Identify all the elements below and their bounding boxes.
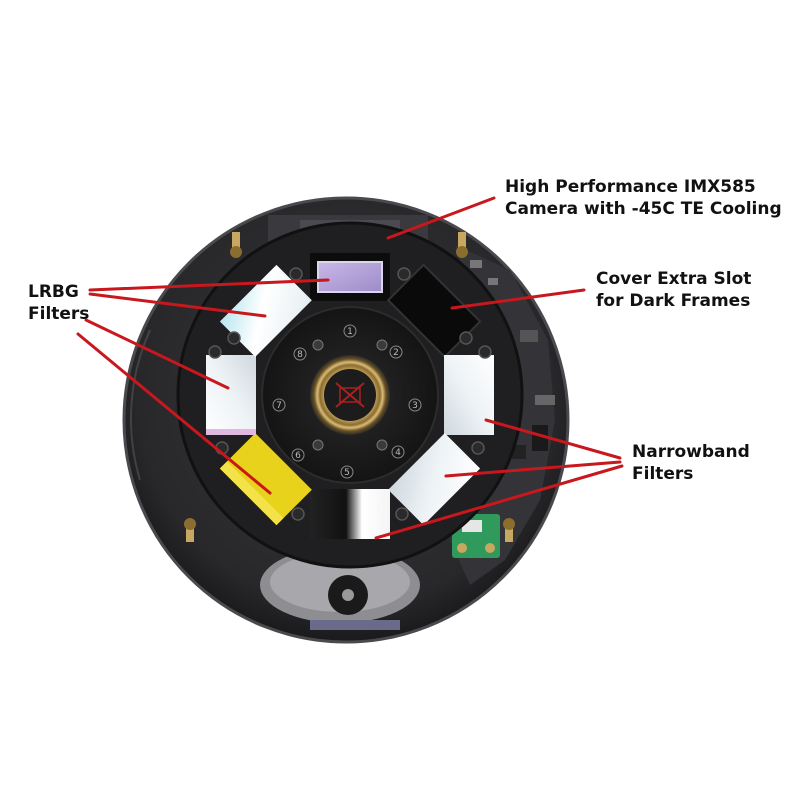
wheel-number-2: 2	[393, 348, 399, 358]
callout-line-lrbg-1	[88, 278, 330, 292]
stepper-motor	[260, 547, 420, 630]
label-lrbg-line2: Filters	[28, 304, 90, 324]
wheel-number-6: 6	[295, 451, 301, 461]
label-narrow-line2: Filters	[632, 464, 694, 484]
callout-line-lrbg-2	[88, 292, 267, 318]
filter-slot-sensor	[310, 253, 390, 301]
label-cover-line1: Cover Extra Slot	[596, 269, 752, 289]
filter-slot-yellow	[219, 433, 312, 526]
callout-line-narrow-3	[374, 464, 624, 540]
label-lrbg-line1: LRBG	[28, 282, 79, 302]
label-cover-line2: for Dark Frames	[596, 291, 751, 311]
label-camera-line1: High Performance IMX585	[505, 177, 756, 197]
label-lrbg-filters: LRBG Filters	[28, 281, 89, 325]
filter-slot-lrbg-1	[219, 264, 312, 357]
callout-line-cover	[450, 288, 586, 310]
filter-slot-narrowband-1	[444, 355, 494, 435]
label-camera-line2: Camera with -45C TE Cooling	[505, 199, 782, 219]
wheel-number-8: 8	[297, 350, 303, 360]
wheel-number-3: 3	[412, 401, 418, 411]
callout-line-lrbg-3	[84, 318, 230, 390]
wheel-screws	[208, 267, 492, 521]
label-narrow-line1: Narrowband	[632, 442, 750, 462]
standoff-posts	[184, 232, 515, 542]
label-narrowband-filters: Narrowband Filters	[632, 441, 750, 485]
callout-line-narrow-2	[444, 460, 622, 478]
wheel-hub	[261, 306, 439, 484]
callout-line-camera	[386, 196, 496, 240]
filter-slot-narrowband-2	[388, 433, 481, 526]
hub-screws	[312, 339, 388, 451]
callout-line-narrow-1	[484, 418, 622, 460]
callout-line-lrbg-4	[76, 332, 272, 495]
wheel-number-markers: 1 2 3 4 5 6 7 8	[272, 324, 422, 479]
wheel-number-4: 4	[395, 448, 401, 458]
wheel-number-5: 5	[344, 468, 350, 478]
label-cover-slot: Cover Extra Slot for Dark Frames	[596, 268, 751, 312]
filter-slot-narrowband-3	[310, 489, 390, 539]
label-camera: High Performance IMX585 Camera with -45C…	[505, 176, 782, 220]
callout-lines	[76, 196, 624, 540]
filter-slot-lrbg-2	[206, 355, 256, 435]
wheel-number-1: 1	[347, 327, 353, 337]
wheel-number-7: 7	[276, 401, 282, 411]
